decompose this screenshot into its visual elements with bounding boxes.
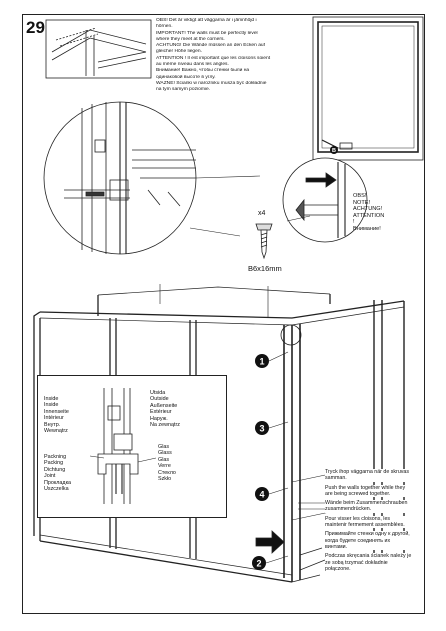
callout-4: 4 xyxy=(255,487,289,501)
screw-code: B6x16mm xyxy=(248,264,282,273)
note-swedish: Tryck ihop väggarna när de skruvas samma… xyxy=(325,469,417,482)
callout-2: 2 xyxy=(252,555,289,570)
packing-label: Packning Packing Dichtung Joint Прокладк… xyxy=(44,454,72,493)
note-russian: Прижимайте стенки одну к другой, когда б… xyxy=(325,531,417,551)
push-arrow-icon xyxy=(255,530,285,554)
screw-icon xyxy=(255,223,273,260)
attention-note: OBS! NOTE! ACHTUNG! ATTENTION ! Внимание… xyxy=(353,193,385,232)
note-french: Pour visser les cloisons, les maintenir … xyxy=(325,515,417,529)
glass-label: Glas Glass Glas Verre Стекло Szkło xyxy=(158,444,176,483)
seal-detail-inset: Inside Inside Innenseite Intérieur Внутр… xyxy=(37,375,227,518)
note-polish: Podczas skręcania ścianek należy je ze s… xyxy=(325,553,417,573)
top-view-detail xyxy=(312,16,424,161)
svg-text:B: B xyxy=(332,148,336,154)
svg-text:1: 1 xyxy=(259,357,264,367)
svg-text:4: 4 xyxy=(259,490,264,500)
inside-label: Inside Inside Innenseite Intérieur Внутр… xyxy=(44,396,69,435)
svg-text:2: 2 xyxy=(256,559,261,569)
callout-3: 3 xyxy=(255,421,289,435)
top-view-marker: B xyxy=(330,146,338,154)
screw-count: x4 xyxy=(258,210,266,217)
svg-text:3: 3 xyxy=(259,424,264,434)
step-number: 29 xyxy=(26,18,45,37)
push-walls-instructions: Tryck ihop väggarna när de skruvas samma… xyxy=(325,469,417,575)
outside-label: Utsida Outside Außenseite Extérieur Нару… xyxy=(150,390,180,429)
level-warning-text: OBS! Det är viktigt att väggarna är i jä… xyxy=(156,18,271,93)
arrow-right-icon xyxy=(305,172,337,188)
screw-detail-circle xyxy=(282,157,368,243)
note-german: Wände beim Zusammenschrauben zusammendrü… xyxy=(325,500,417,513)
callout-1: 1 xyxy=(255,351,289,368)
note-english: Push the walls together while they are b… xyxy=(325,484,417,498)
page-frame xyxy=(22,14,425,614)
